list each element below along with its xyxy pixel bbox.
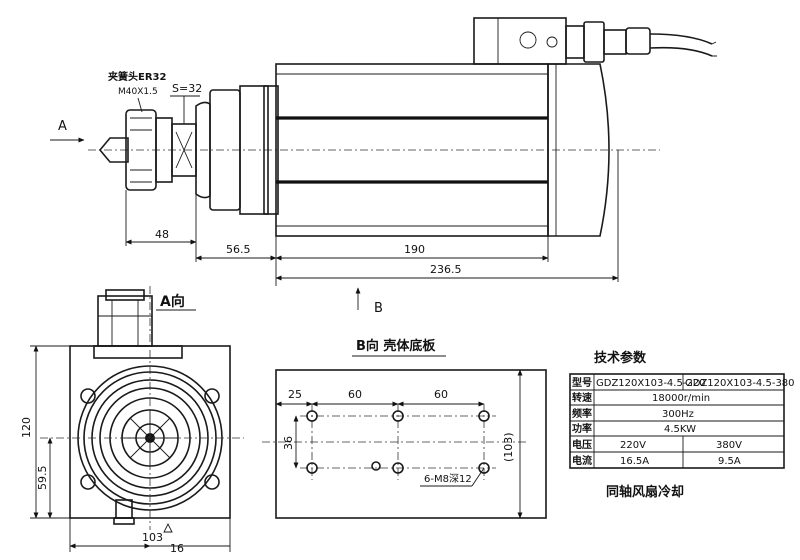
spec-voltage-380: 380V	[716, 440, 742, 451]
dim-16: 16	[170, 542, 184, 555]
front-view: A向 120 59.5 103 16	[20, 286, 244, 555]
spec-model-220: GDZ120X103-4.5-220	[596, 378, 706, 389]
dim-103: 103	[142, 531, 163, 544]
base-hole	[478, 410, 490, 422]
dim-236-5: 236.5	[430, 263, 462, 276]
base-dim-60a: 60	[348, 388, 362, 401]
base-dim-25: 25	[288, 388, 302, 401]
spec-frequency: 300Hz	[662, 409, 694, 420]
base-dim-103: (103)	[502, 432, 515, 462]
dim-59-5: 59.5	[36, 466, 49, 491]
dim-56-5: 56.5	[226, 243, 251, 256]
front-connector	[97, 295, 153, 347]
rear-cap	[547, 63, 610, 237]
bolt-tr	[204, 388, 220, 404]
spec-power: 4.5KW	[664, 424, 696, 435]
collet-label: 夹簧头ER32	[108, 70, 166, 83]
spec-model-380: GDZ120X103-4.5-380	[685, 378, 795, 389]
bolt-tl	[80, 388, 96, 404]
thread-label: M40X1.5	[118, 87, 158, 97]
spec-row-label: 型号	[572, 376, 592, 389]
spec-current-380: 9.5A	[718, 456, 741, 467]
spec-row-label: 电流	[572, 454, 592, 467]
spec-voltage-220: 220V	[620, 440, 646, 451]
spec-row-label: 功率	[572, 422, 592, 435]
spec-row-label: 转速	[572, 391, 592, 404]
bearing-housing	[239, 85, 269, 215]
spec-row-label: 频率	[572, 407, 592, 420]
base-hole	[306, 462, 318, 474]
base-hole	[392, 462, 404, 474]
cable	[649, 33, 713, 45]
spec-table: 技术参数 型号 GDZ120X103-4.5-220 GDZ120X103-4.…	[569, 350, 795, 500]
base-dim-60b: 60	[434, 388, 448, 401]
side-view: 夹簧头ER32 M40X1.5 S=32 A B 48 56.5 190 236…	[50, 17, 717, 316]
dim-190: 190	[404, 243, 425, 256]
housing-step	[263, 85, 279, 215]
cable-gland	[565, 25, 585, 59]
base-hole	[478, 462, 490, 474]
base-dim-36: 36	[282, 436, 295, 450]
base-view-title: B向 壳体底板	[356, 338, 436, 354]
tool-tip	[98, 137, 129, 163]
front-view-title: A向	[160, 293, 185, 310]
base-hole	[392, 410, 404, 422]
base-view: B向 壳体底板 25 60 60 36 (103) 6-M8深12	[262, 338, 547, 519]
dim-48: 48	[155, 228, 169, 241]
base-plate	[275, 369, 547, 519]
wrench-label: S=32	[172, 82, 202, 95]
spec-current-220: 16.5A	[620, 456, 649, 467]
arrow-b-label: B	[374, 301, 383, 316]
dim-120: 120	[20, 417, 33, 438]
cooling-note: 同轴风扇冷却	[606, 484, 684, 500]
spec-row-label: 电压	[572, 438, 592, 451]
arrow-a-label: A	[58, 119, 67, 134]
base-hole	[306, 410, 318, 422]
spec-title: 技术参数	[594, 350, 647, 366]
spec-speed: 18000r/min	[652, 393, 710, 404]
hole-note: 6-M8深12	[424, 473, 472, 485]
base-small-hole	[371, 461, 381, 471]
front-top-tab	[93, 345, 183, 359]
dim-16-mark	[163, 522, 173, 533]
